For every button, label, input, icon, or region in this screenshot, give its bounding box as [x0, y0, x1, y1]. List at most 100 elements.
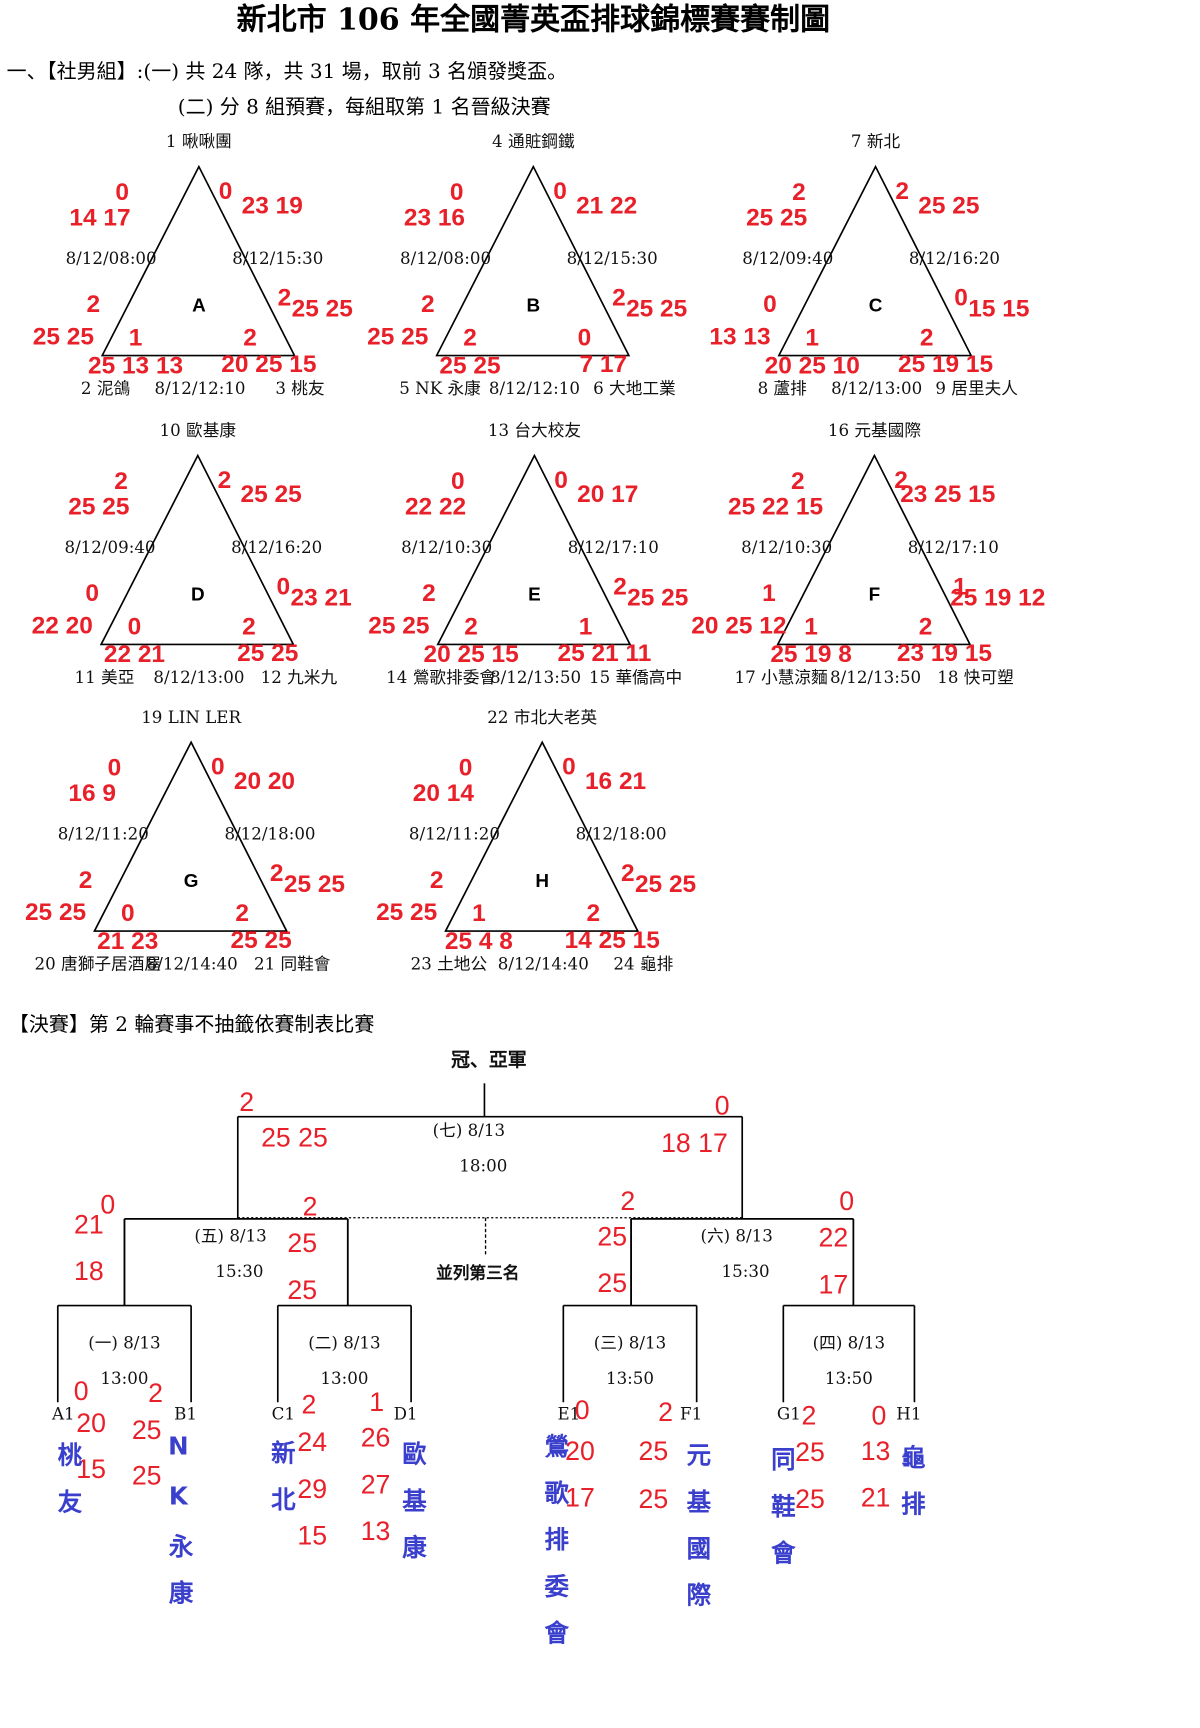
- quarter-time: 13:00: [320, 1368, 369, 1389]
- match-wins: 2: [918, 612, 933, 640]
- match-wins: 0: [276, 572, 291, 600]
- quarter-round: (二) 8/13: [308, 1332, 381, 1353]
- match-wins: 2: [269, 858, 284, 887]
- match-scores: 25 25: [261, 1123, 328, 1154]
- match-wins: 0: [574, 1395, 590, 1426]
- match-scores: 25 25: [376, 897, 438, 926]
- match-wins: 0: [763, 289, 777, 318]
- match-wins: 2: [463, 323, 477, 352]
- match-scores: 25 19 12: [950, 583, 1046, 612]
- match-scores: 20 25 10: [764, 351, 860, 379]
- group-triangle: [100, 164, 296, 357]
- match-scores: 16 21: [584, 766, 647, 795]
- set-score: 29: [297, 1474, 328, 1505]
- set-score: 15: [76, 1454, 106, 1485]
- match-date: 8/12/11:20: [408, 823, 500, 844]
- match-wins: 2: [78, 865, 93, 894]
- group-triangle: [444, 740, 640, 932]
- group-right-team: 21 同鞋會: [253, 953, 331, 974]
- champion-label: 冠、亞軍: [451, 1049, 527, 1072]
- set-score: 25: [287, 1275, 318, 1306]
- group-right-team: 6 大地工業: [593, 378, 676, 399]
- match-scores: 20 25 15: [221, 349, 317, 378]
- match-wins: 0: [85, 578, 100, 607]
- group-top-team: 13 台大校友: [487, 420, 582, 441]
- match-scores: 23 16: [403, 203, 466, 232]
- match-wins: 0: [554, 465, 568, 494]
- match-wins: 2: [894, 465, 908, 494]
- group-letter: E: [528, 583, 541, 605]
- match-scores: 25 25: [634, 869, 697, 898]
- seed-label: E1: [557, 1403, 581, 1424]
- group-letter: G: [183, 870, 199, 892]
- group-left-team: 23 土地公: [410, 953, 488, 974]
- seed-label: F1: [680, 1403, 703, 1424]
- match-wins: 2: [801, 1401, 817, 1432]
- group-left-team: 8 蘆排: [757, 378, 807, 399]
- seed-label: A1: [52, 1403, 75, 1424]
- match-wins: 1: [804, 612, 818, 640]
- match-wins: 2: [242, 612, 256, 640]
- seed-label: B1: [174, 1403, 197, 1424]
- match-scores: 7 17: [579, 349, 628, 378]
- match-date: 8/12/13:00: [153, 667, 245, 688]
- match-wins: 0: [871, 1401, 887, 1432]
- group-right-team: 15 華僑高中: [588, 667, 683, 688]
- match-wins: 2: [235, 898, 250, 927]
- group-right-team: 18 快可塑: [937, 667, 1014, 688]
- group-top-team: 16 元基國際: [827, 420, 922, 441]
- set-score: 22: [818, 1223, 849, 1254]
- match-wins: 2: [86, 289, 101, 318]
- team-name: 歐基康: [397, 1441, 426, 1582]
- group-triangle: [777, 164, 973, 357]
- match-wins: 0: [954, 283, 968, 312]
- group-right-team: 12 九米九: [260, 667, 338, 688]
- group-top-team: 1 啾啾團: [165, 131, 232, 152]
- match-wins: 1: [953, 572, 967, 600]
- match-wins: 2: [613, 572, 627, 600]
- match-scores: 21 22: [576, 191, 638, 219]
- match-date: 8/12/16:20: [231, 537, 323, 558]
- match-wins: 0: [577, 323, 592, 352]
- final-time: 18:00: [459, 1156, 508, 1177]
- group-top-team: 4 通賍鋼鐵: [492, 131, 575, 152]
- match-scores: 25 25: [626, 294, 688, 323]
- match-date: 8/12/08:00: [400, 248, 492, 269]
- set-score: 18: [74, 1256, 104, 1287]
- semi-round: (六) 8/13: [700, 1226, 773, 1247]
- match-wins: 2: [612, 283, 626, 312]
- match-scores: 25 25: [68, 492, 130, 520]
- match-wins: 2: [919, 323, 934, 352]
- intro-line-2: (二) 分 8 組預賽，每組取第 1 名晉級決賽: [177, 95, 551, 119]
- match-date: 8/12/08:00: [65, 248, 157, 269]
- match-date: 8/12/11:20: [57, 823, 149, 844]
- match-date: 8/12/15:30: [232, 248, 324, 269]
- match-scores: 25 19 15: [897, 349, 994, 378]
- match-scores: 23 21: [290, 583, 352, 612]
- match-date: 8/12/14:40: [497, 953, 589, 974]
- group-triangle: [435, 164, 631, 357]
- seed-label: G1: [776, 1403, 801, 1424]
- match-date: 8/12/16:20: [908, 248, 1000, 269]
- group-left-team: 2 泥鴿: [80, 378, 131, 399]
- team-name: 新北: [266, 1439, 295, 1534]
- match-scores: 20 25 12: [691, 611, 787, 639]
- group-right-team: 9 居里夫人: [935, 378, 1018, 399]
- match-wins: 0: [562, 752, 576, 780]
- match-wins: 2: [586, 898, 601, 927]
- match-scores: 22 20: [31, 611, 93, 639]
- match-wins: 0: [458, 753, 473, 782]
- match-wins: 2: [217, 465, 232, 494]
- quarter-round: (四) 8/13: [812, 1332, 886, 1353]
- group-top-team: 10 歐基康: [159, 420, 237, 441]
- group-letter: F: [868, 583, 881, 605]
- match-scores: 25 19 8: [770, 639, 852, 668]
- set-score: 25: [795, 1437, 825, 1468]
- team-name: 同鞋會: [766, 1446, 795, 1587]
- match-scores: 22 21: [103, 639, 166, 668]
- seed-label: D1: [393, 1403, 418, 1424]
- match-wins: 2: [620, 1186, 636, 1217]
- set-score: 13: [360, 1516, 391, 1547]
- group-letter: D: [190, 583, 205, 605]
- set-score: 25: [287, 1228, 318, 1259]
